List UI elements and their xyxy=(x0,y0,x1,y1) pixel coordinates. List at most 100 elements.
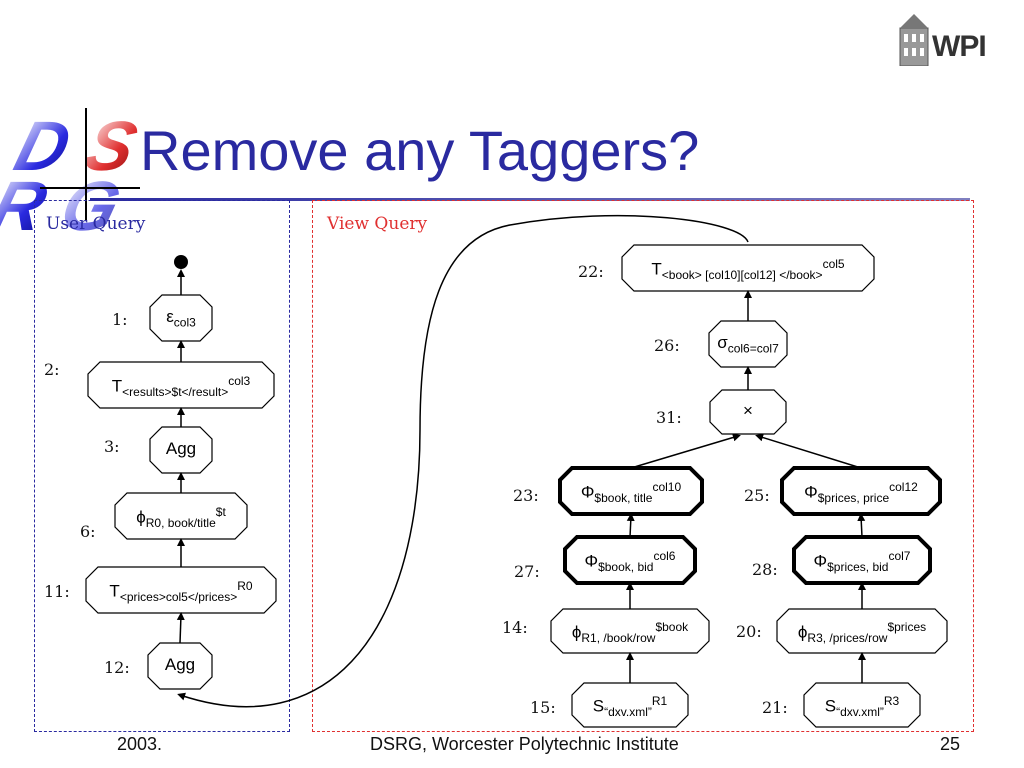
user-node-label-4: T<prices>col5</prices>R0 xyxy=(86,580,276,603)
user-query-label: User Query xyxy=(46,214,146,234)
footer-year: 2003. xyxy=(117,734,163,754)
user-node-label-0: εcol3 xyxy=(150,308,212,328)
user-node-label-1: T<results>$t</result>col3 xyxy=(88,375,274,398)
view-node-op: S xyxy=(592,696,605,716)
view-node-subscript: “dxv.xml” xyxy=(604,705,652,720)
view-node-shape-1 xyxy=(708,320,788,368)
view-to-user-edge xyxy=(177,214,749,708)
view-node-number: 21: xyxy=(762,698,788,717)
user-node-number: 11: xyxy=(44,582,70,601)
view-node-op: Φ xyxy=(813,551,828,571)
view-node-label-5: Φ$book, bidcol6 xyxy=(565,550,695,573)
view-node-number: 22: xyxy=(578,262,604,281)
view-node-shape-7 xyxy=(550,608,710,654)
user-node-shape-3 xyxy=(114,492,248,540)
view-node-op: ϕ xyxy=(797,622,808,642)
user-node-op: Agg xyxy=(164,655,196,674)
user-node-subscript: <results>$t</result> xyxy=(122,385,229,400)
view-node-superscript: R3 xyxy=(883,694,900,708)
view-node-subscript: R3, /prices/row xyxy=(807,631,888,646)
view-node-op: Φ xyxy=(580,482,595,502)
view-edge-28-25 xyxy=(857,513,866,538)
view-node-shape-0 xyxy=(621,244,875,292)
view-node-label-6: Φ$prices, bidcol7 xyxy=(794,550,930,573)
view-node-number: 27: xyxy=(514,562,540,581)
view-node-shape-4 xyxy=(780,466,942,516)
view-node-op: ϕ xyxy=(571,622,582,642)
view-node-op: T xyxy=(651,259,662,279)
title-rule xyxy=(90,198,970,201)
view-node-shape-2 xyxy=(709,389,787,435)
user-node-subscript: R0, book/title xyxy=(145,516,216,531)
view-node-superscript: col7 xyxy=(888,549,911,563)
user-node-op: Agg xyxy=(165,439,197,458)
user-node-op: ε xyxy=(166,307,174,326)
view-node-number: 15: xyxy=(530,698,556,717)
view-node-label-9: S“dxv.xml”R1 xyxy=(572,695,688,718)
view-node-shape-3 xyxy=(558,466,704,516)
view-node-number: 14: xyxy=(502,618,528,637)
user-node-number: 2: xyxy=(44,360,60,379)
dsrg-logo: D S R G xyxy=(0,108,140,240)
view-edge-23-31 xyxy=(630,433,741,469)
user-node-shape-4 xyxy=(85,566,277,614)
view-node-label-10: S“dxv.xml”R3 xyxy=(804,695,920,718)
view-query-region xyxy=(312,200,974,732)
view-node-label-0: T<book> [col10][col12] </book>col5 xyxy=(622,258,874,281)
view-node-shape-10 xyxy=(803,682,921,728)
user-node-subscript: <prices>col5</prices> xyxy=(119,590,238,605)
view-node-shape-5 xyxy=(563,535,697,585)
user-node-number: 1: xyxy=(112,310,128,329)
user-node-shape-1 xyxy=(87,361,275,409)
user-node-superscript: col3 xyxy=(228,374,251,388)
view-node-superscript: col6 xyxy=(653,549,676,563)
user-node-number: 3: xyxy=(104,437,120,456)
user-node-superscript: R0 xyxy=(237,579,253,593)
view-node-superscript: $book xyxy=(655,620,689,634)
view-node-subscript: $prices, price xyxy=(817,491,890,506)
view-edge-27-23 xyxy=(626,513,635,538)
page-number: 25 xyxy=(940,734,961,754)
view-node-number: 31: xyxy=(656,408,682,427)
view-node-op: Φ xyxy=(584,551,599,571)
view-node-superscript: R1 xyxy=(651,694,668,708)
user-node-number: 6: xyxy=(80,522,96,541)
view-node-superscript: col5 xyxy=(822,257,845,271)
user-node-op: T xyxy=(109,581,120,601)
view-node-superscript: col10 xyxy=(652,480,682,494)
user-node-number: 12: xyxy=(104,658,130,677)
view-node-shape-9 xyxy=(571,682,689,728)
view-node-subscript: $book, title xyxy=(594,491,653,506)
view-node-label-2: × xyxy=(710,402,786,419)
wpi-building-icon xyxy=(899,14,929,66)
user-node-label-3: ϕR0, book/title$t xyxy=(115,506,247,529)
view-node-subscript: $book, bid xyxy=(598,560,654,575)
view-node-subscript: R1, /book/row xyxy=(581,631,656,646)
view-node-subscript: “dxv.xml” xyxy=(836,705,884,720)
view-node-subscript: $prices, bid xyxy=(827,560,889,575)
view-node-label-3: Φ$book, titlecol10 xyxy=(560,481,702,504)
view-edge-25-31 xyxy=(755,433,862,469)
view-node-number: 20: xyxy=(736,622,762,641)
user-edge xyxy=(176,612,185,644)
view-node-label-1: σcol6=col7 xyxy=(709,334,787,354)
user-node-op: ϕ xyxy=(136,507,146,527)
view-node-shape-8 xyxy=(776,608,948,654)
user-node-shape-5 xyxy=(147,642,213,690)
view-node-subscript: col6=col7 xyxy=(727,341,779,356)
footer-org: DSRG, Worcester Polytechnic Institute xyxy=(370,734,679,754)
user-node-label-5: Agg xyxy=(148,656,212,673)
view-node-superscript: col12 xyxy=(889,480,918,494)
view-node-number: 28: xyxy=(752,560,778,579)
view-node-op: Φ xyxy=(804,482,818,502)
slide-title: Remove any Taggers? xyxy=(140,119,700,182)
user-node-label-2: Agg xyxy=(150,440,212,457)
wpi-logo-text: WPI xyxy=(932,30,987,63)
view-node-op: S xyxy=(824,696,837,716)
view-node-op: σ xyxy=(717,333,728,352)
view-node-shape-6 xyxy=(792,535,932,585)
view-node-label-7: ϕR1, /book/row$book xyxy=(551,621,709,644)
view-node-label-4: Φ$prices, pricecol12 xyxy=(782,481,940,504)
view-node-label-8: ϕR3, /prices/row$prices xyxy=(777,621,947,644)
